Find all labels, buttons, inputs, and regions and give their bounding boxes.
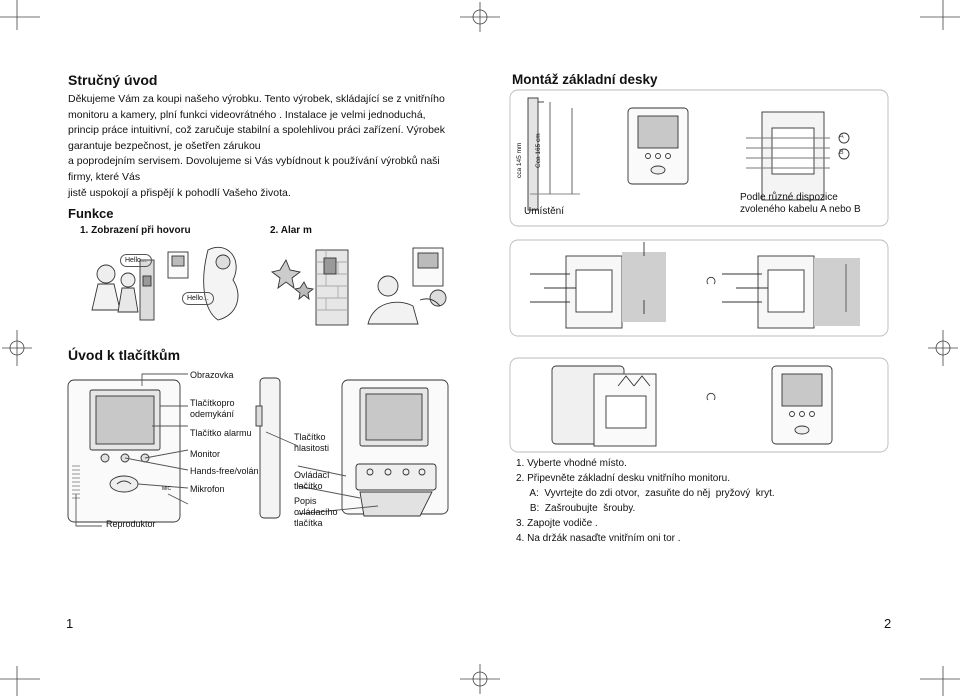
funkce-title: Funkce xyxy=(68,206,114,221)
label-mic: Mikrofon xyxy=(190,484,225,494)
cable-note: Podle různé dispozice zvoleného kabelu A… xyxy=(740,192,861,215)
label-screen: Obrazovka xyxy=(190,370,234,380)
label-handsfree: Hands-free/volán xyxy=(190,466,259,476)
function-item-2: 2. Alar m xyxy=(270,225,312,236)
intro-line: firmy, které Vás xyxy=(68,170,141,183)
page-number-right: 2 xyxy=(884,616,892,631)
speech-bubble: Hello... xyxy=(182,292,214,305)
label-control: Ovládací tlačítko xyxy=(294,470,330,491)
bracket-mounting-diagram xyxy=(509,239,889,337)
location-label: Umístění xyxy=(524,206,565,217)
intro-title: Stručný úvod xyxy=(68,72,158,88)
function-item-1: 1. Zobrazení při hovoru xyxy=(80,225,191,236)
label-control-desc: Popis ovládacího tlačítka xyxy=(294,496,338,528)
label-speaker: Reproduktor xyxy=(106,519,156,529)
mount-title: Montáž základní desky xyxy=(512,72,658,87)
dimension-label: Cca 165 cm xyxy=(535,133,542,168)
intro-line: Děkujeme Vám za koupi našeho výrobku. Te… xyxy=(68,93,445,105)
intro-line: jistě uspokojí a přispějí k pohodlí Vaše… xyxy=(68,186,291,199)
step-item: 3. Zapojte vodiče . xyxy=(516,518,598,529)
step-item: A: Vyvrtejte do zdi otvor, zasuňte do ně… xyxy=(516,488,775,499)
buttons-title: Úvod k tlačítkům xyxy=(68,347,181,363)
intro-text: Děkujeme Vám za koupi našeho výrobku. Te… xyxy=(68,92,478,201)
monitor-installation-diagram xyxy=(509,357,889,453)
label-volume: Tlačítko hlasitosti xyxy=(294,432,330,453)
label-unlock: Tlačítkopro odemykání xyxy=(190,398,235,419)
step-item: 4. Na držák nasaďte vnitřním oni tor . xyxy=(516,533,681,544)
step-item: B: Zašroubujte šrouby. xyxy=(516,503,636,514)
step-item: 2. Připevněte základní desku vnitřního m… xyxy=(516,473,731,484)
cable-marker-a: A xyxy=(839,133,844,140)
label-monitor: Monitor xyxy=(190,449,221,459)
dimension-label: cca 145 mm xyxy=(516,142,523,178)
installation-steps: 1. Vyberte vhodné místo. 2. Připevněte z… xyxy=(516,456,896,546)
function-illustration xyxy=(91,246,447,326)
label-alarm: Tlačítko alarmu xyxy=(190,428,252,438)
intro-line: monitoru a kamery, plní funkci videovrát… xyxy=(68,108,426,121)
mic-tag: MIC xyxy=(162,486,172,492)
step-item: 1. Vyberte vhodné místo. xyxy=(516,458,627,469)
intro-line: princip práce intuitivní, což zaručuje s… xyxy=(68,124,446,137)
page-number-left: 1 xyxy=(66,616,74,631)
intro-line: garantuje bezpečnost, je ošetřen zárukou xyxy=(68,139,261,152)
intro-line: a poprodejním servisem. Dovolujeme si Vá… xyxy=(68,155,440,168)
mounting-location-diagram xyxy=(509,89,889,227)
monitor-front-diagram xyxy=(67,373,449,527)
speech-bubble: Hello... xyxy=(120,254,152,267)
cable-marker-b: B xyxy=(839,149,844,156)
